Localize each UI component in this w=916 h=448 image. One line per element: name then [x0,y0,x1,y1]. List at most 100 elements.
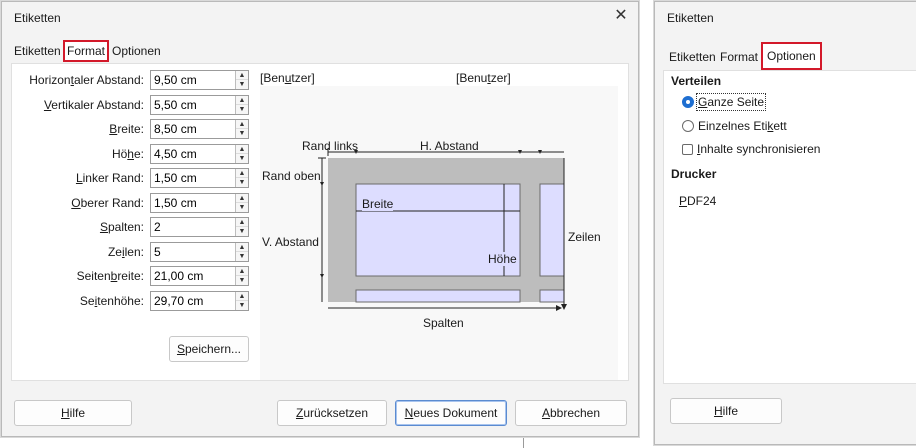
spin-field[interactable]: ▲▼ [150,143,249,164]
spin-input[interactable] [151,120,235,138]
spin-up-icon[interactable]: ▲ [236,243,248,252]
spin-buttons: ▲▼ [235,71,248,89]
spin-up-icon[interactable]: ▲ [236,96,248,105]
spin-down-icon[interactable]: ▼ [238,277,246,284]
label-cell [539,183,565,277]
spin-input[interactable] [151,144,235,163]
spin-buttons: ▲▼ [235,120,248,138]
spin-down-icon[interactable]: ▼ [238,301,246,309]
field-label: Höhe: [111,146,144,161]
spin-input[interactable] [151,95,235,114]
spalten-label: Spalten [423,316,464,330]
tab-optionen[interactable]: Optionen [761,42,822,70]
spin-buttons: ▲▼ [235,291,248,310]
spin-field[interactable]: ▲▼ [150,119,249,139]
checkbox-icon [682,144,693,155]
field-label: Vertikaler Abstand: [43,97,144,112]
field-label: Seitenbreite: [76,269,144,283]
rand-oben-label: Rand oben [262,169,321,183]
v-abstand-label: V. Abstand [262,235,319,249]
breite-label: Breite [362,197,394,211]
cancel-button[interactable]: Abbrechen [515,400,627,426]
preview-header-left: [Benutzer] [260,71,315,85]
spin-field[interactable]: ▲▼ [150,241,249,262]
spin-up-icon[interactable]: ▲ [236,169,248,178]
help-button[interactable]: Hilfe [14,400,132,426]
spin-input[interactable] [151,218,235,236]
tab-optionen[interactable]: Optionen [112,44,161,58]
tab-format[interactable]: Format [63,40,110,62]
dialog-title: Etiketten [667,11,714,25]
spin-down-icon[interactable]: ▼ [238,228,246,235]
spin-down-icon[interactable]: ▼ [238,203,246,211]
radio-whole-page[interactable]: Ganze Seite [682,93,767,111]
zeilen-label: Zeilen [568,230,601,244]
spin-field[interactable]: ▲▼ [150,94,249,115]
spin-down-icon[interactable]: ▼ [238,179,246,186]
tab-etiketten[interactable]: Etiketten [14,44,61,58]
spin-up-icon[interactable]: ▲ [236,71,248,80]
hoehe-label: Höhe [488,252,517,266]
format-panel: Horizontaler Abstand:▲▼Vertikaler Abstan… [11,63,629,381]
printer-name: PDF24 [679,194,717,208]
spin-down-icon[interactable]: ▼ [238,130,246,137]
background-divider [523,436,524,448]
spin-input[interactable] [151,267,235,285]
spin-down-icon[interactable]: ▼ [238,154,246,162]
field-label: Horizontaler Abstand: [29,73,144,87]
spin-buttons: ▲▼ [235,267,248,285]
spin-up-icon[interactable]: ▲ [236,292,248,301]
radio-single-label[interactable]: Einzelnes Etikett [682,117,787,135]
field-label: Zeilen: [107,244,144,259]
field-label: Breite: [109,122,144,136]
spin-input[interactable] [151,169,235,187]
spin-field[interactable]: ▲▼ [150,70,249,90]
spin-up-icon[interactable]: ▲ [236,120,248,129]
spin-up-icon[interactable]: ▲ [236,218,248,227]
preview-header-right: [Benutzer] [456,71,511,85]
spin-field[interactable]: ▲▼ [150,192,249,213]
label-cell [539,289,565,303]
tab-format[interactable]: Format [720,50,759,64]
printer-heading: Drucker [671,167,717,181]
spin-up-icon[interactable]: ▲ [236,194,248,203]
label-layout-preview [318,148,567,311]
spin-field[interactable]: ▲▼ [150,168,249,188]
spin-input[interactable] [151,193,235,212]
spin-buttons: ▲▼ [235,242,248,261]
spin-down-icon[interactable]: ▼ [238,81,246,88]
spin-input[interactable] [151,291,235,310]
save-button[interactable]: Speichern... [169,336,249,362]
spin-input[interactable] [151,71,235,89]
spin-field[interactable]: ▲▼ [150,290,249,311]
spin-down-icon[interactable]: ▼ [238,252,246,260]
spin-down-icon[interactable]: ▼ [238,105,246,113]
spin-up-icon[interactable]: ▲ [236,267,248,276]
title-bar: Etiketten [655,2,916,36]
spin-field[interactable]: ▲▼ [150,217,249,237]
radio-unselected-icon [682,120,694,132]
spin-input[interactable] [151,242,235,261]
label-cell [355,289,521,303]
spin-buttons: ▲▼ [235,144,248,163]
field-label: Spalten: [99,220,144,234]
options-panel: Verteilen Ganze Seite Einzelnes Etikett … [663,70,916,384]
h-abstand-label: H. Abstand [420,139,479,153]
reset-button[interactable]: Zurücksetzen [277,400,387,426]
new-document-button[interactable]: Neues Dokument [395,400,507,426]
spin-up-icon[interactable]: ▲ [236,145,248,154]
dialog-title: Etiketten [14,11,61,25]
help-button[interactable]: Hilfe [670,398,782,424]
spin-buttons: ▲▼ [235,169,248,187]
title-bar: Etiketten ✕ [2,2,638,36]
field-label: Linker Rand: [75,171,144,185]
close-icon[interactable]: ✕ [614,7,628,24]
spin-field[interactable]: ▲▼ [150,266,249,286]
spin-buttons: ▲▼ [235,193,248,212]
rand-links-label: Rand links [302,139,359,153]
tab-etiketten[interactable]: Etiketten [669,50,716,64]
field-label: Oberer Rand: [71,195,144,210]
radio-selected-icon [682,96,694,108]
field-label: Seitenhöhe: [79,293,144,308]
sync-contents-checkbox[interactable]: Inhalte synchronisieren [682,140,820,158]
